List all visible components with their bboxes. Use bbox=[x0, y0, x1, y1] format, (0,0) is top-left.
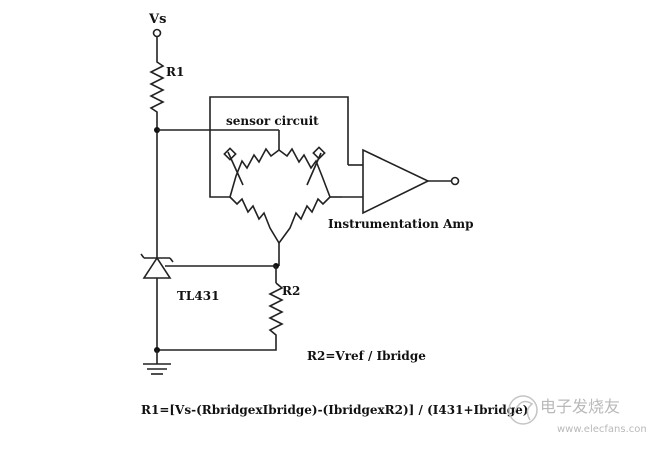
r2-resistor bbox=[268, 282, 284, 338]
sensor-circuit-label: sensor circuit bbox=[226, 114, 319, 128]
sensor-variable-head-right bbox=[312, 146, 326, 160]
r2-formula: R2=Vref / Ibridge bbox=[307, 349, 426, 363]
sensor-variable-arrow-left bbox=[227, 151, 244, 186]
r1-formula: R1=[Vs-(RbridgexIbridge)-(IbridgexR2)] /… bbox=[141, 403, 528, 417]
tl431-bar-tip-right bbox=[169, 257, 174, 263]
sensor-variable-head-left bbox=[223, 147, 237, 161]
instrumentation-amp bbox=[362, 148, 430, 215]
r2-label: R2 bbox=[282, 284, 300, 298]
watermark-url: www.elecfans.com bbox=[557, 424, 646, 435]
vs-label: Vs bbox=[148, 12, 166, 27]
tl431-label: TL431 bbox=[177, 289, 219, 303]
bridge-resistor-bottom-right bbox=[278, 196, 331, 244]
amp-output-terminal bbox=[450, 176, 460, 186]
amp-label: Instrumentation Amp bbox=[328, 217, 473, 231]
watermark: 电子发烧友 www.elecfans.com bbox=[508, 395, 646, 435]
bridge-resistor-bottom-left bbox=[229, 196, 280, 244]
watermark-cn: 电子发烧友 bbox=[540, 397, 620, 416]
tl431-bar-tip-left bbox=[140, 253, 145, 259]
r1-label: R1 bbox=[166, 65, 184, 79]
r1-resistor bbox=[149, 58, 165, 117]
watermark-logo-mark bbox=[513, 400, 534, 421]
wire-amp-input-loop bbox=[209, 96, 349, 198]
tl431-triangle bbox=[142, 256, 172, 279]
wire-r2-ground bbox=[157, 338, 277, 351]
bridge-resistor-top-left bbox=[229, 147, 280, 198]
watermark-logo-icon bbox=[508, 395, 538, 425]
vs-terminal bbox=[152, 28, 162, 38]
bridge-resistor-top-right bbox=[278, 147, 331, 198]
